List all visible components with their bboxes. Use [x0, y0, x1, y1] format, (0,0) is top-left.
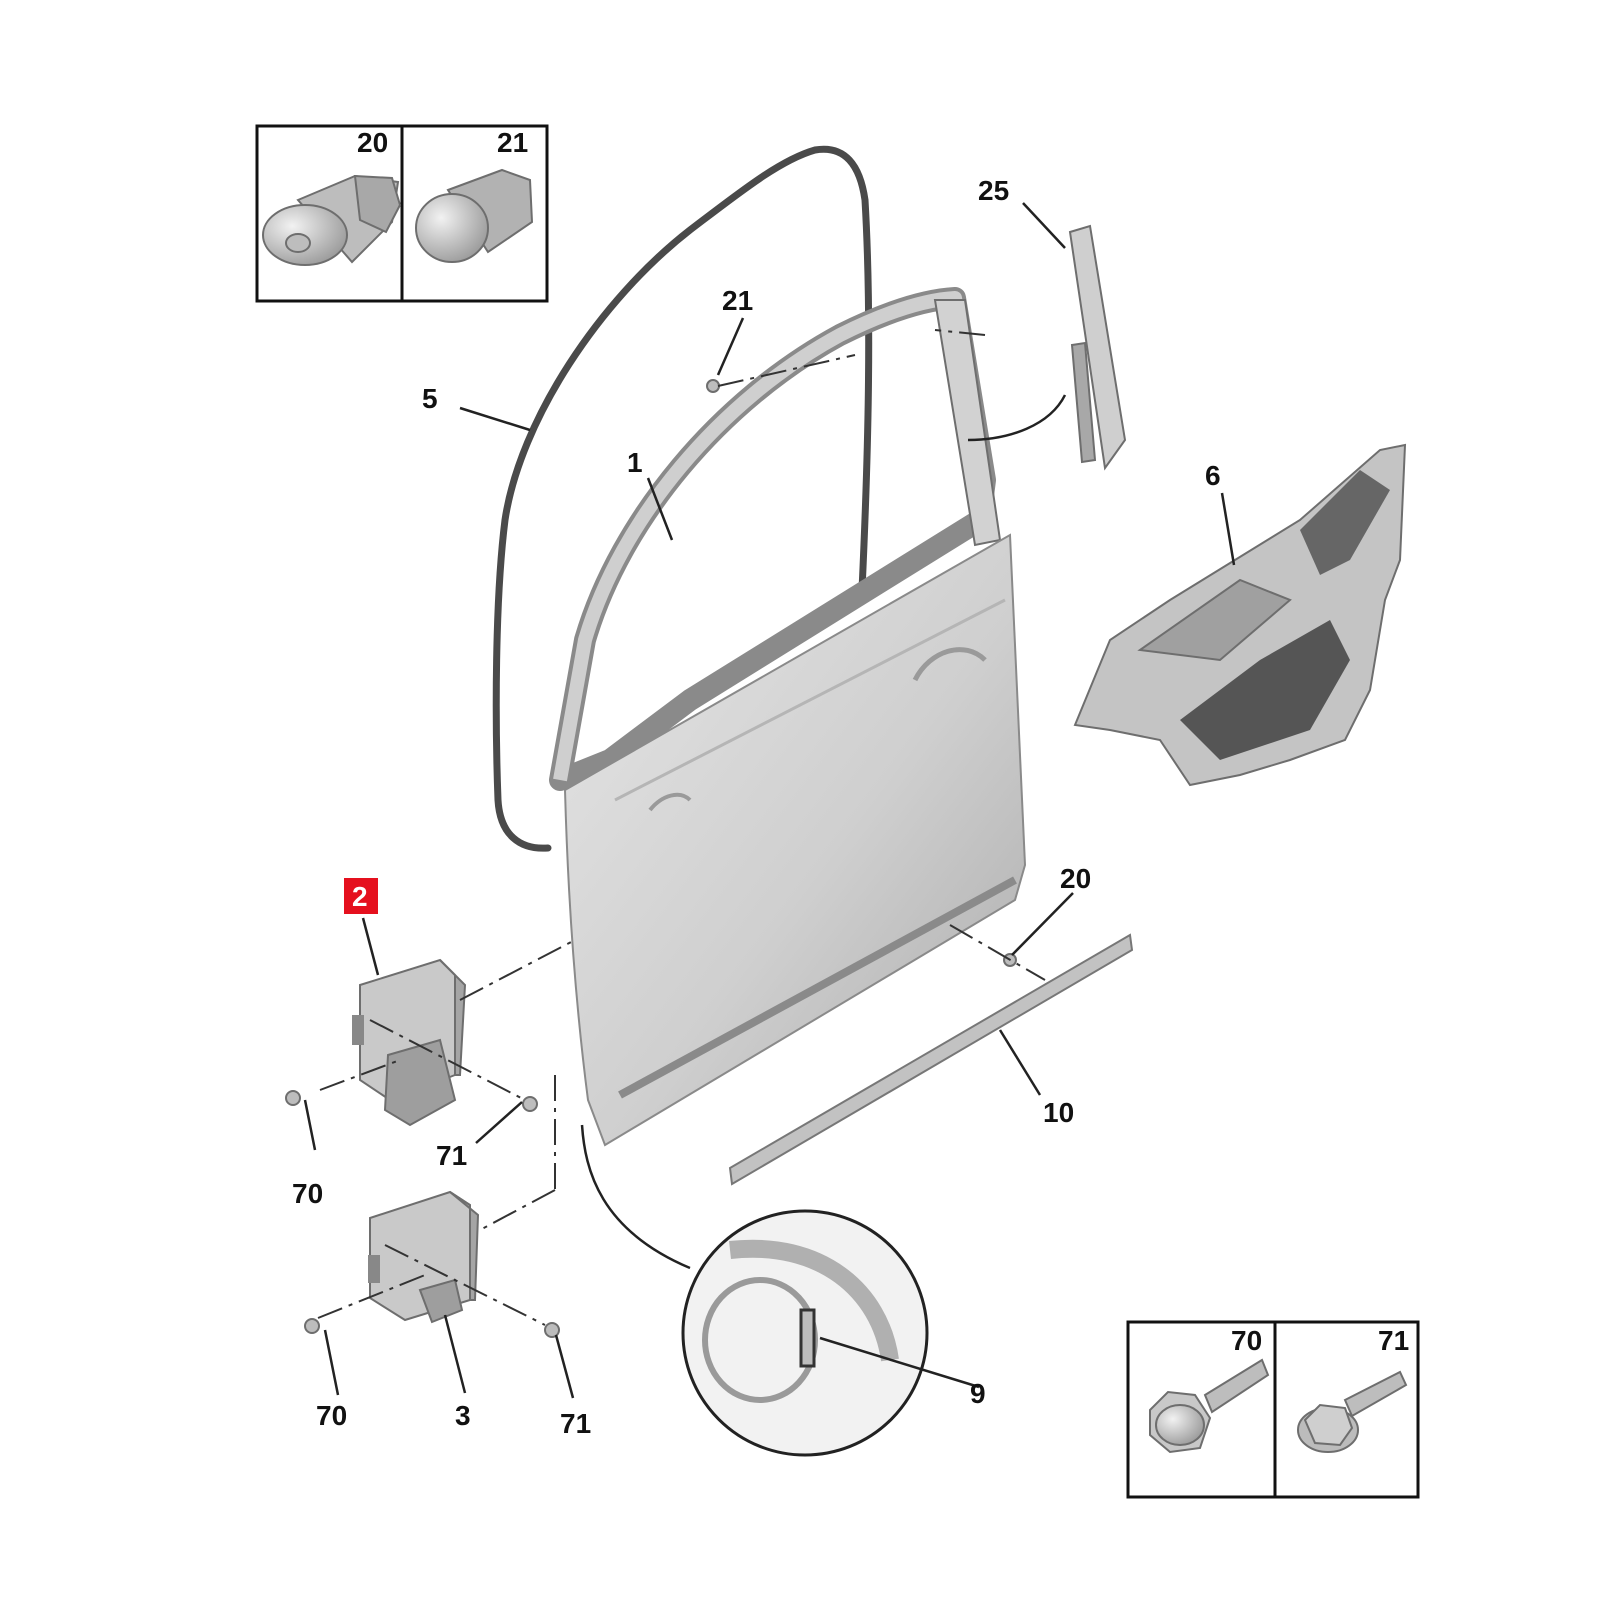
callout-2-highlight: 2 [344, 878, 378, 914]
upper-hinge-2 [352, 958, 467, 1127]
callout-2: 2 [352, 881, 368, 912]
inset-screw-71-label: 71 [1378, 1325, 1409, 1356]
screw-70-lower [304, 1318, 320, 1334]
door-shell-1 [549, 287, 1027, 1147]
clips-inset: 20 21 [255, 124, 549, 303]
door-moulding-10 [728, 933, 1134, 1186]
callout-20-moulding: 20 [1060, 863, 1091, 894]
screw-71-upper [522, 1096, 538, 1112]
clip-21-icon [415, 168, 534, 263]
callout-10: 10 [1043, 1097, 1074, 1128]
callout-21-door: 21 [722, 285, 753, 316]
leader-lines [303, 202, 1236, 1399]
callout-3: 3 [455, 1400, 471, 1431]
door-module-6 [1073, 443, 1407, 787]
callout-71-lower: 71 [560, 1408, 591, 1439]
callout-70-lower: 70 [316, 1400, 347, 1431]
callout-1: 1 [627, 447, 643, 478]
screw-71-icon [1297, 1370, 1408, 1453]
screws-inset: 70 71 [1126, 1320, 1420, 1499]
lower-hinge-3 [368, 1190, 480, 1324]
pillar-applique-25 [967, 224, 1127, 471]
callout-labels: 5 1 21 25 6 20 10 9 70 71 70 3 71 2 [292, 175, 1221, 1439]
detail-view-9 [580, 1124, 929, 1457]
callout-9: 9 [970, 1378, 986, 1409]
screw-71-lower [544, 1322, 560, 1338]
screw-70-icon [1149, 1358, 1270, 1454]
callout-70-upper: 70 [292, 1178, 323, 1209]
door-seal-5 [492, 145, 873, 852]
inset-clip-20-label: 20 [357, 127, 388, 158]
assembly-lines [317, 329, 1046, 1326]
screw-70-upper [285, 1090, 301, 1106]
callout-6: 6 [1205, 460, 1221, 491]
clip-21-on-door [706, 379, 720, 393]
inset-screw-70-label: 70 [1231, 1325, 1262, 1356]
callout-71-upper: 71 [436, 1140, 467, 1171]
callout-5: 5 [422, 383, 438, 414]
inset-clip-21-label: 21 [497, 127, 528, 158]
callout-25: 25 [978, 175, 1009, 206]
clip-20-icon [262, 174, 402, 266]
